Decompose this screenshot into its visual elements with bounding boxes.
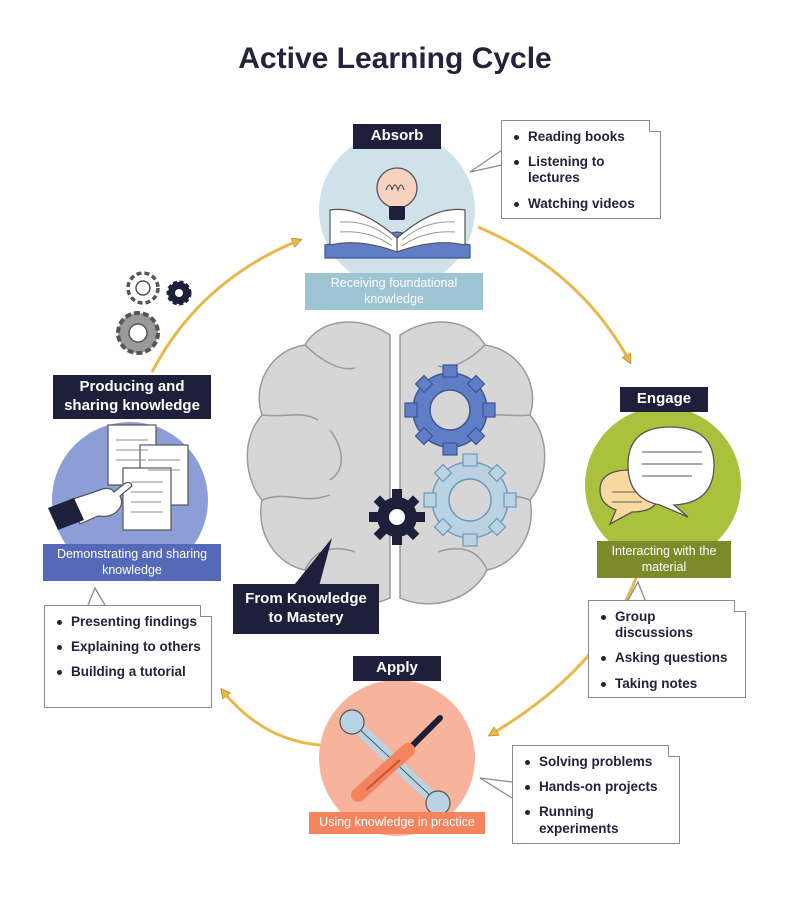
pointing-hand-icon (48, 481, 133, 530)
engage-item: Asking questions (601, 650, 735, 666)
brain-icon (246, 321, 546, 605)
apply-label: Apply (353, 656, 441, 681)
apply-item: Hands-on projects (525, 779, 669, 795)
documents-icon (107, 424, 189, 531)
absorb-item: Watching videos (514, 196, 650, 212)
apply-item: Running experiments (525, 804, 669, 836)
arrow-produce-to-absorb (150, 240, 300, 373)
lightbulb-icon (376, 167, 418, 220)
engage-note: Group discussions Asking questions Takin… (588, 600, 746, 698)
produce-item: Presenting findings (57, 614, 201, 630)
produce-note-tail (87, 586, 106, 606)
absorb-note-tail (469, 149, 503, 173)
speech-bubbles-icon (599, 426, 715, 526)
note-fold (649, 120, 661, 132)
apply-note-tail (479, 777, 513, 799)
engage-label: Engage (620, 387, 708, 412)
center-label: From Knowledge to Mastery (233, 584, 379, 634)
engage-note-tail (627, 580, 646, 601)
gears-icon (116, 271, 192, 355)
produce-label: Producing and sharing knowledge (53, 375, 211, 419)
absorb-item: Reading books (514, 129, 650, 145)
note-fold (200, 605, 212, 617)
engage-caption: Interacting with the material (597, 541, 731, 579)
apply-item: Solving problems (525, 754, 669, 770)
note-fold (668, 745, 680, 757)
absorb-label: Absorb (353, 124, 441, 149)
diagram-title: Active Learning Cycle (238, 42, 552, 75)
produce-item: Explaining to others (57, 639, 201, 655)
arrow-absorb-to-engage (477, 225, 630, 362)
absorb-item: Listening to lectures (514, 154, 650, 186)
absorb-note: Reading books Listening to lectures Watc… (501, 120, 661, 219)
produce-note: Presenting findings Explaining to others… (44, 605, 212, 708)
screwdriver-icon (351, 715, 443, 802)
engage-item: Group discussions (601, 609, 735, 641)
apply-note: Solving problems Hands-on projects Runni… (512, 745, 680, 844)
produce-item: Building a tutorial (57, 664, 201, 680)
brain-gear-light-icon (423, 453, 517, 547)
arrow-apply-to-produce (222, 690, 321, 747)
brain-gear-dark-icon (369, 489, 425, 545)
absorb-caption: Receiving foundational knowledge (305, 273, 483, 311)
engage-item: Taking notes (601, 676, 735, 692)
apply-caption: Using knowledge in practice (309, 812, 485, 834)
produce-caption: Demonstrating and sharing knowledge (43, 544, 221, 582)
note-fold (734, 600, 746, 612)
brain-gear-blue-icon (404, 364, 496, 456)
center-label-pointer (290, 538, 332, 590)
